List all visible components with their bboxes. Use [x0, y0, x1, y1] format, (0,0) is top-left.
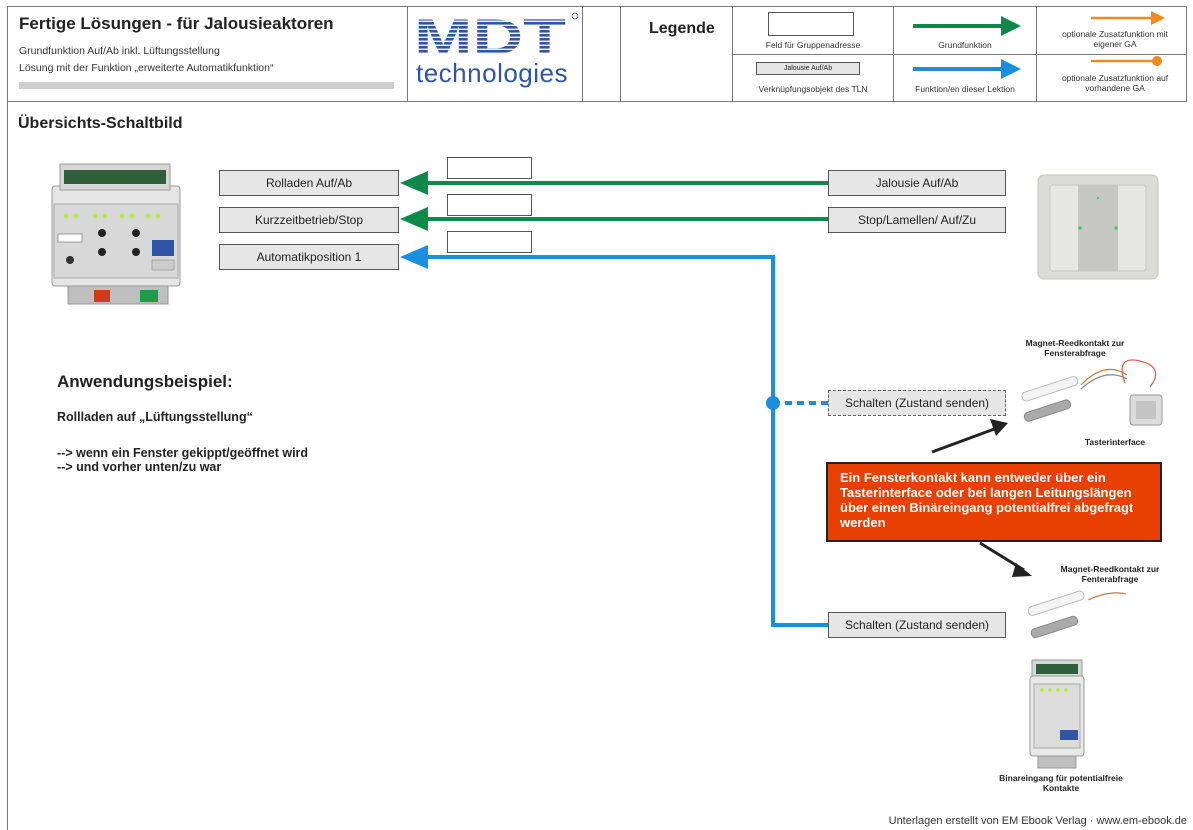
- reed-contact-bottom-label: Magnet-Reedkontakt zur Fenterabfrage: [1060, 564, 1160, 584]
- page-border-left: [7, 102, 8, 830]
- legend-object-label: Verknüpfungsobjekt des TLN: [758, 84, 868, 94]
- legend-arrows: [913, 11, 1165, 79]
- application-line-3: --> und vorher unten/zu war: [57, 460, 222, 474]
- blue-arrowhead-automatic: [400, 245, 428, 269]
- reed-contact-top-image: [1021, 359, 1163, 426]
- reed-contact-top-label: Magnet-Reedkontakt zur Fensterabfrage: [1025, 338, 1125, 358]
- ga-field-stop[interactable]: [447, 194, 532, 216]
- object-automatic-position[interactable]: Automatikposition 1: [219, 244, 399, 270]
- object-rolladen-updown[interactable]: Rolladen Auf/Ab: [219, 170, 399, 196]
- header-divider: [620, 6, 621, 102]
- object-stop-lamellen[interactable]: Stop/Lamellen/ Auf/Zu: [828, 207, 1006, 233]
- legend-basic-label: Grundfunktion: [938, 40, 992, 50]
- application-line-2: --> wenn ein Fenster gekippt/geöffnet wi…: [57, 446, 309, 460]
- blind-actuator-image: [51, 163, 181, 305]
- info-box: Ein Fensterkontakt kann entweder über ei…: [826, 462, 1162, 542]
- application-title: Anwendungsbeispiel:: [57, 372, 233, 391]
- legend-optional-existing-label: optionale Zusatzfunktion auf vorhandene …: [1061, 73, 1169, 93]
- legend-green-arrow-head: [1001, 16, 1021, 36]
- legend-blue-arrow-head: [1001, 59, 1021, 79]
- header-divider: [582, 6, 583, 102]
- legend-title: Legende: [649, 20, 715, 37]
- legend-ga-label: Feld für Gruppenadresse: [765, 40, 861, 50]
- ga-field-automatic[interactable]: [447, 231, 532, 253]
- section-title: Übersichts-Schaltbild: [18, 115, 183, 132]
- black-arrow-down-head: [1012, 563, 1032, 577]
- legend-optional-own-label: optionale Zusatzfunktion mit eigener GA: [1062, 29, 1168, 49]
- header-divider: [407, 6, 408, 102]
- logo-wordmark: technologies: [416, 58, 568, 88]
- legend-orange-arrow-head: [1151, 11, 1165, 25]
- legend-object-sample: Jalousie Auf/Ab: [756, 62, 860, 75]
- logo-letters: MDT: [414, 10, 566, 58]
- object-contact-optional[interactable]: Schalten (Zustand senden): [828, 390, 1006, 416]
- legend-orange-dot: [1152, 56, 1162, 66]
- page-title: Fertige Lösungen - für Jalousieaktoren: [19, 14, 334, 33]
- binary-input-label: Binareingang für potentialfreie Kontakte: [999, 773, 1123, 793]
- black-arrow-up-head: [990, 419, 1008, 436]
- green-arrowhead-updown: [400, 171, 428, 195]
- black-arrow-up-line: [931, 426, 998, 454]
- tasterinterface-label: Tasterinterface: [1084, 437, 1146, 447]
- header-divider-bar: [19, 82, 394, 89]
- page-subtitle-2: Lösung mit der Funktion „erweiterte Auto…: [19, 62, 274, 74]
- mdt-logo: MDT: [414, 10, 579, 58]
- binary-input-image: [1029, 659, 1085, 769]
- legend-lesson-label: Funktion/en dieser Lektion: [915, 84, 1015, 94]
- object-jalousie-updown[interactable]: Jalousie Auf/Ab: [828, 170, 1006, 196]
- green-arrowhead-stop: [400, 207, 428, 231]
- ga-field-updown[interactable]: [447, 157, 532, 179]
- legend-ga-field: [768, 12, 854, 36]
- object-contact-binary[interactable]: Schalten (Zustand senden): [828, 612, 1006, 638]
- push-button-image: [1037, 174, 1159, 280]
- blue-connection-contact: [425, 255, 828, 627]
- blue-junction-dot: [766, 396, 780, 410]
- footer-credit: Unterlagen erstellt von EM Ebook Verlag …: [888, 815, 1187, 827]
- page-subtitle-1: Grundfunktion Auf/Ab inkl. Lüftungsstell…: [19, 45, 220, 57]
- legend-divider: [732, 54, 1187, 55]
- reed-contact-bottom-image: [1027, 590, 1127, 639]
- object-short-stop[interactable]: Kurzzeitbetrieb/Stop: [219, 207, 399, 233]
- application-line-1: Rollladen auf „Lüftungsstellung“: [57, 410, 253, 424]
